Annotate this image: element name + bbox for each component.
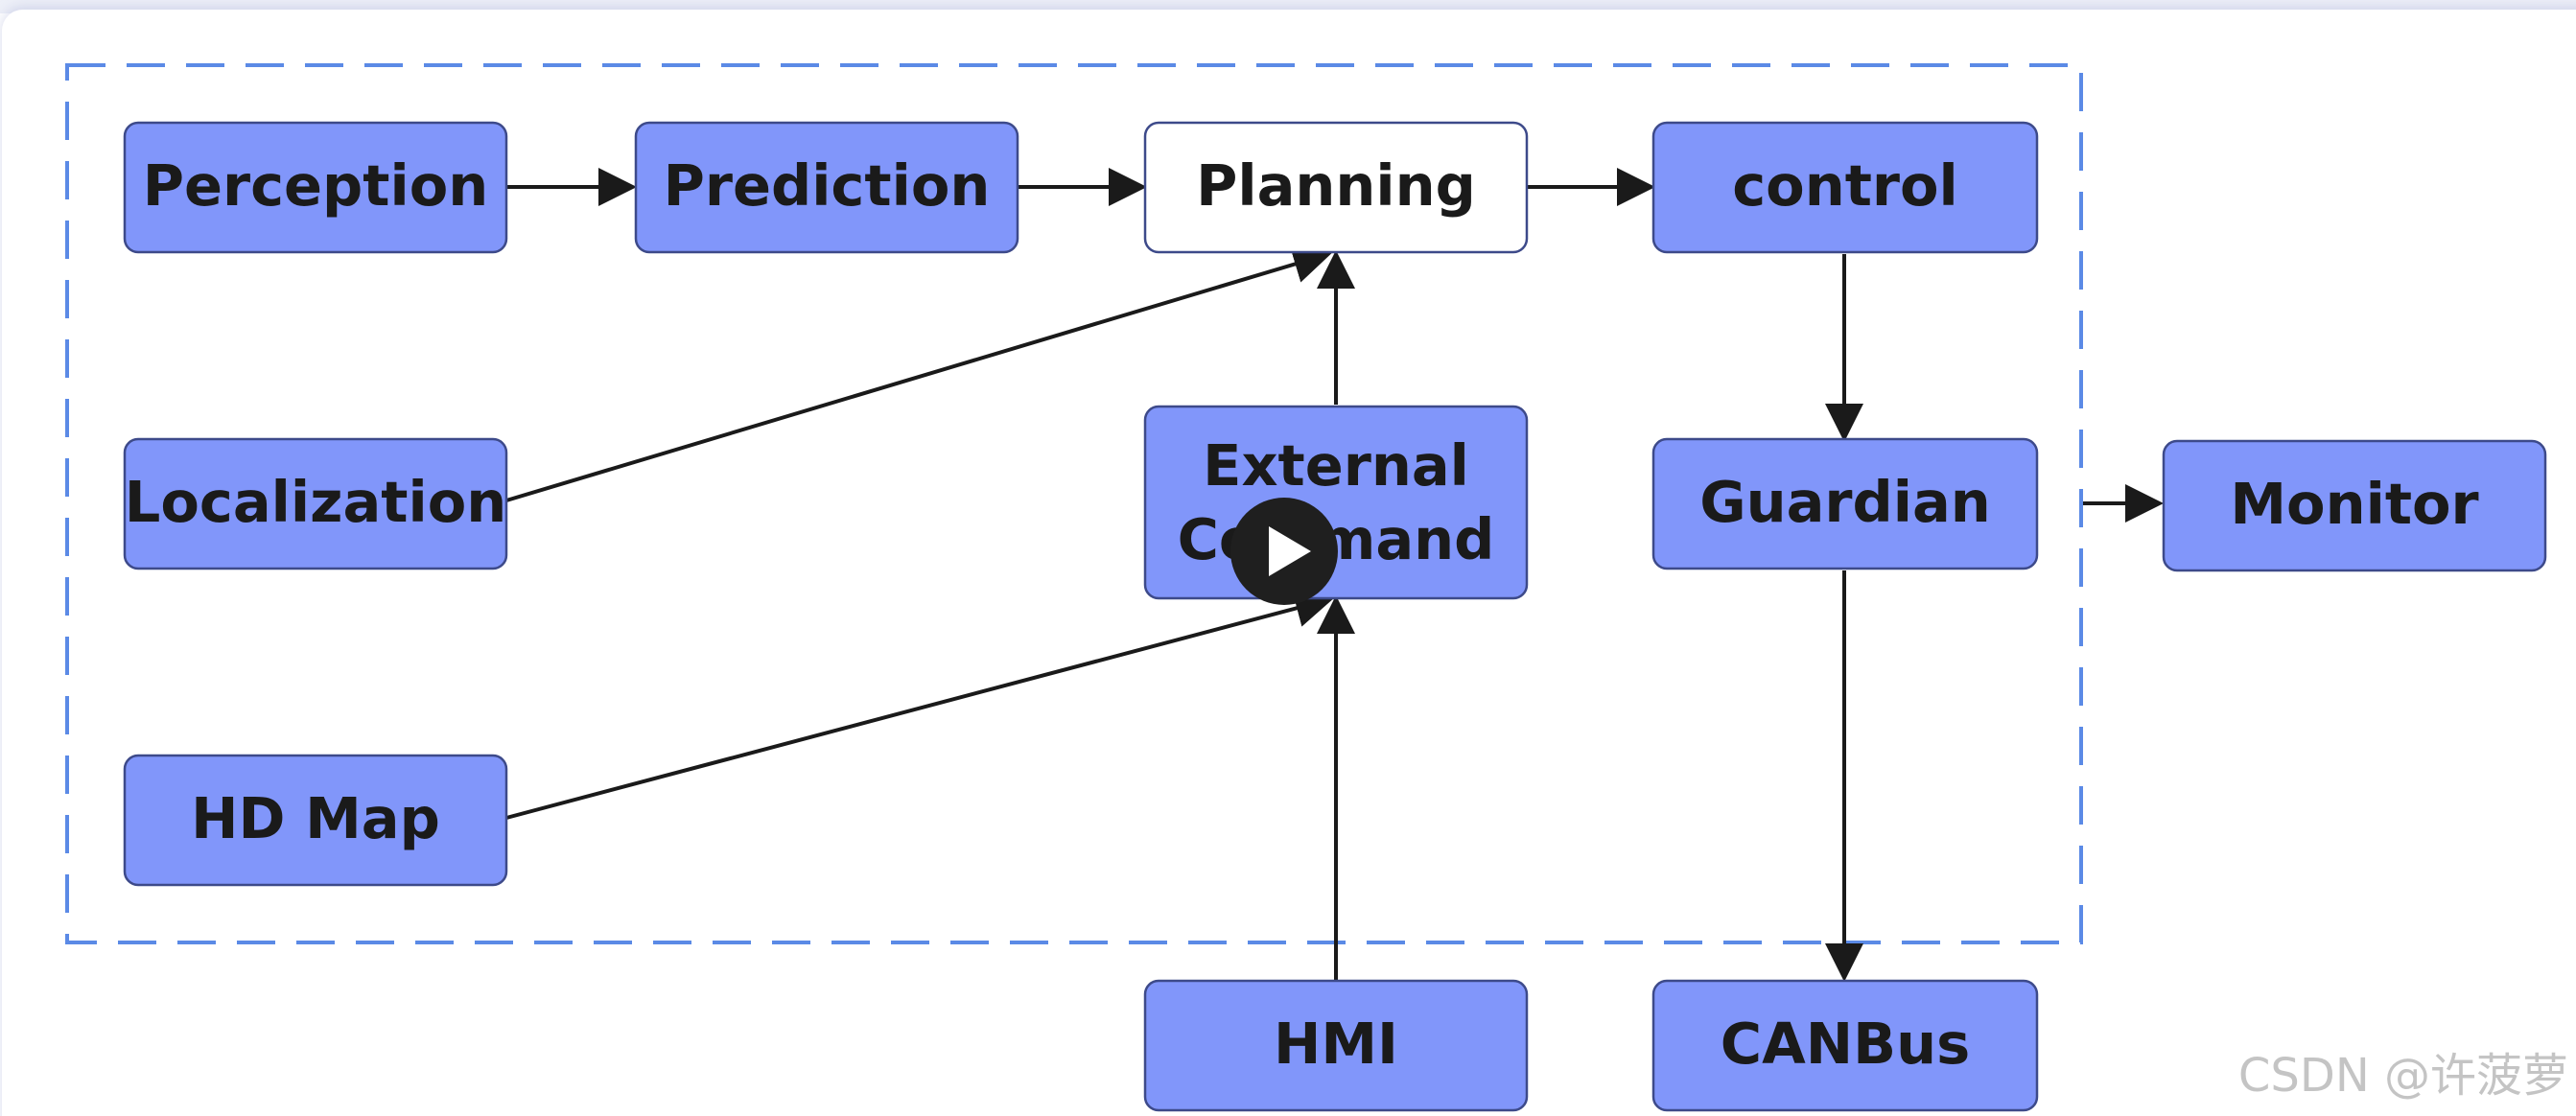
node-perception: Perception xyxy=(123,121,508,254)
node-monitor: Monitor xyxy=(2162,439,2547,572)
play-icon xyxy=(1269,526,1311,576)
system-boundary xyxy=(65,63,2083,944)
node-planning-label: Planning xyxy=(1196,152,1476,219)
node-control: control xyxy=(1651,121,2039,254)
node-perception-label: Perception xyxy=(143,152,489,219)
node-guardian-label: Guardian xyxy=(1699,469,1991,535)
node-localization-label: Localization xyxy=(125,469,506,535)
edge-localization-planning xyxy=(505,245,1332,502)
node-canbus: CANBus xyxy=(1651,979,2039,1112)
node-prediction-label: Prediction xyxy=(664,152,991,219)
node-localization: Localization xyxy=(123,437,508,570)
edges xyxy=(505,168,2164,982)
node-prediction: Prediction xyxy=(634,121,1019,254)
node-hd-map: HD Map xyxy=(123,754,508,887)
node-control-label: control xyxy=(1732,152,1958,219)
node-planning: Planning xyxy=(1143,121,1529,254)
play-button[interactable] xyxy=(1230,498,1338,605)
watermark: CSDN @许菠萝 xyxy=(2237,1049,2568,1103)
node-hmi-label: HMI xyxy=(1274,1011,1398,1077)
node-external-command-label-line1: External xyxy=(1203,432,1469,499)
node-guardian: Guardian xyxy=(1651,437,2039,570)
node-hmi: HMI xyxy=(1143,979,1529,1112)
node-external-command: External Command xyxy=(1143,405,1529,600)
node-monitor-label: Monitor xyxy=(2230,471,2478,537)
node-canbus-label: CANBus xyxy=(1721,1011,1970,1077)
node-hd-map-label: HD Map xyxy=(191,785,440,851)
edge-hdmap-externalcommand xyxy=(505,589,1334,820)
